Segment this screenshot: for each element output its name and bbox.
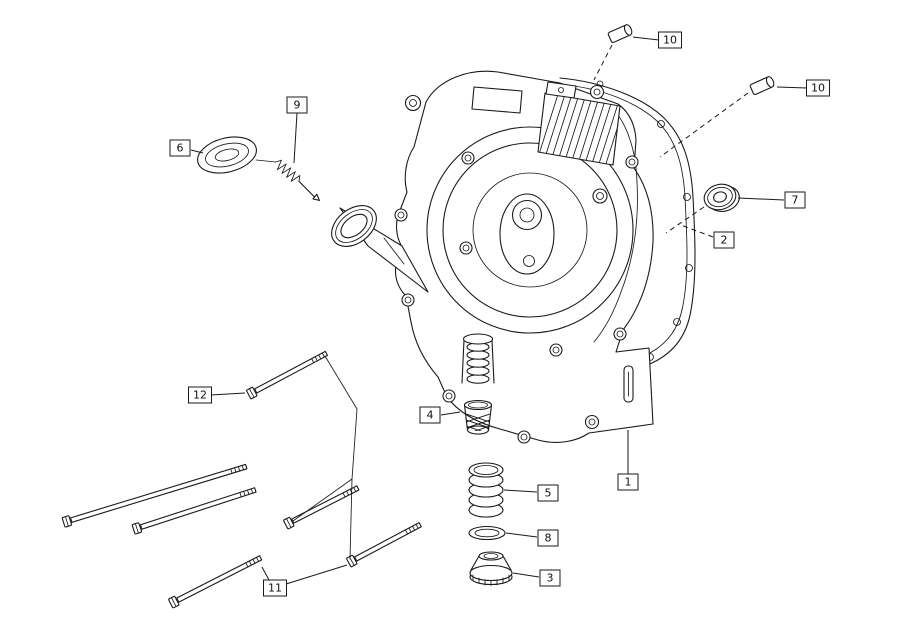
bolt-group-11-drawing	[61, 355, 422, 609]
bolt-12-drawing	[246, 350, 329, 400]
callout-6[interactable]: 6	[169, 139, 191, 157]
filler-neck-drawing	[331, 205, 429, 293]
callout-label: 7	[791, 193, 799, 207]
callout-label: 10	[663, 33, 677, 47]
oring-washer-drawing	[468, 525, 506, 541]
crankcase-cover-drawing	[331, 70, 654, 444]
spring-drawing	[468, 462, 504, 518]
dowel-pin-top-drawing	[607, 24, 633, 44]
callout-8[interactable]: 8	[537, 529, 559, 547]
strainer-boss-spring-drawing	[461, 333, 495, 384]
callout-10-top[interactable]: 10	[658, 31, 682, 49]
oil-filler-cap-drawing	[197, 136, 257, 174]
callout-3[interactable]: 3	[539, 569, 561, 587]
callout-label: 6	[176, 141, 184, 155]
drain-plug-drawing	[469, 551, 513, 586]
callout-label: 2	[720, 233, 728, 247]
callout-11[interactable]: 11	[263, 579, 287, 597]
dowel-pin-right-drawing	[749, 76, 775, 96]
oil-strainer-cup-drawing	[463, 399, 493, 435]
callout-4[interactable]: 4	[419, 406, 441, 424]
callout-9[interactable]: 9	[286, 96, 308, 114]
oil-seal-drawing	[703, 183, 740, 212]
callout-label: 12	[193, 388, 207, 402]
callout-label: 3	[546, 571, 554, 585]
callout-5[interactable]: 5	[537, 484, 559, 502]
callout-7[interactable]: 7	[784, 191, 806, 209]
callout-label: 4	[426, 408, 434, 422]
callout-1[interactable]: 1	[617, 473, 639, 491]
callout-12[interactable]: 12	[188, 386, 212, 404]
callout-2[interactable]: 2	[713, 231, 735, 249]
callout-label: 8	[544, 531, 552, 545]
leader-lines	[190, 36, 808, 585]
callout-label: 1	[624, 475, 632, 489]
dipstick-spring-drawing	[255, 159, 321, 201]
callout-label: 11	[268, 581, 282, 595]
callout-label: 10	[811, 81, 825, 95]
callout-label: 9	[293, 98, 301, 112]
callout-10-right[interactable]: 10	[806, 79, 830, 97]
callout-label: 5	[544, 486, 552, 500]
